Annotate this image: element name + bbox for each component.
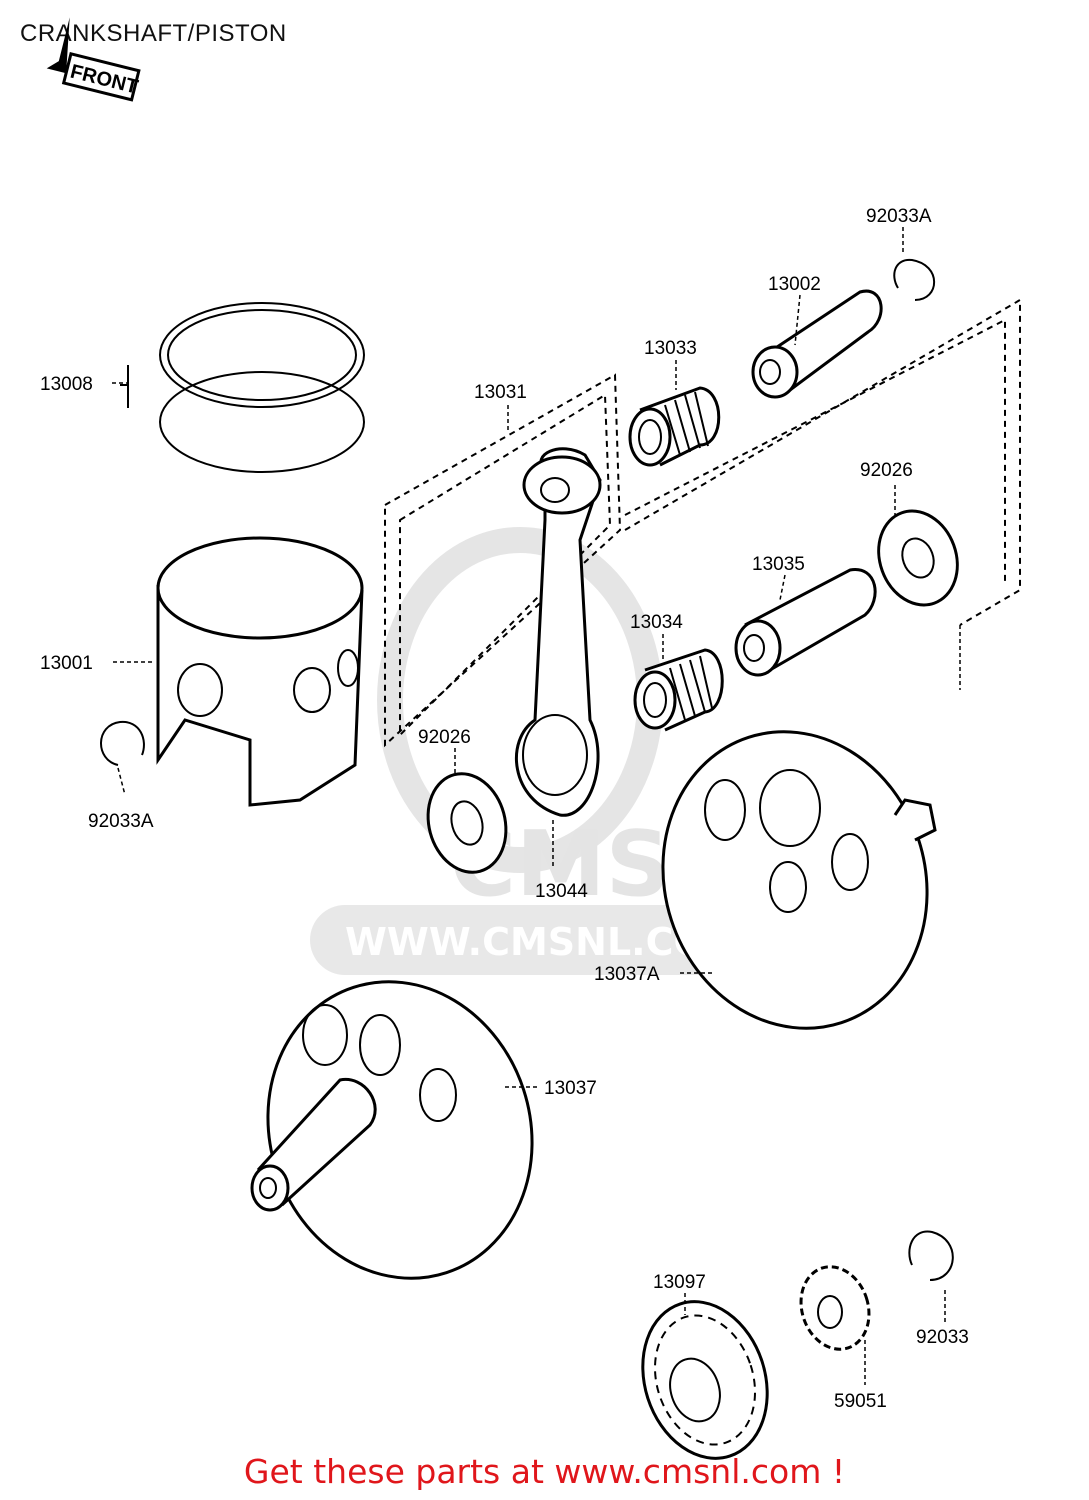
thrust-washer-right <box>877 509 959 607</box>
label-13034: 13034 <box>630 612 683 633</box>
label-92026-right: 92026 <box>860 460 913 481</box>
label-92033a-left: 92033A <box>88 811 154 832</box>
big-end-needle-bearing <box>633 648 724 732</box>
label-59051: 59051 <box>834 1391 887 1412</box>
thrust-washer-left <box>426 772 508 874</box>
crankshaft-half-right <box>661 730 937 1030</box>
label-13037a: 13037A <box>594 964 660 985</box>
part-labels: 13008 13001 92033A 13031 13033 13002 920… <box>40 206 969 1412</box>
gear-circlip <box>908 1230 954 1281</box>
label-13035: 13035 <box>752 554 805 575</box>
label-13008: 13008 <box>40 374 93 395</box>
piston-rings <box>120 302 365 473</box>
label-92033: 92033 <box>916 1327 969 1348</box>
label-13031: 13031 <box>474 382 527 403</box>
label-13097: 13097 <box>653 1272 706 1293</box>
piston-pin <box>751 289 883 399</box>
footer-link[interactable]: Get these parts at www.cmsnl.com ! <box>243 1452 846 1491</box>
small-end-needle-bearing <box>628 386 721 467</box>
piston <box>156 536 364 807</box>
piston-pin-circlip-top <box>893 258 936 301</box>
label-92026-left: 92026 <box>418 727 471 748</box>
label-13001: 13001 <box>40 653 93 674</box>
piston-pin-circlip-left <box>100 720 145 766</box>
connecting-rod-assembly-box <box>384 373 622 748</box>
front-arrow-icon: FRONT <box>46 17 141 102</box>
label-13033: 13033 <box>644 338 697 359</box>
label-13037: 13037 <box>544 1078 597 1099</box>
primary-drive-gear <box>641 1300 769 1460</box>
label-92033a-top: 92033A <box>866 206 932 227</box>
crankshaft-half-left <box>250 980 534 1280</box>
small-gear <box>799 1265 871 1351</box>
crankpin-bearing-assembly-box <box>624 298 1021 626</box>
label-13002: 13002 <box>768 274 821 295</box>
crank-pin <box>734 568 877 677</box>
label-13044: 13044 <box>535 881 588 902</box>
connecting-rod <box>514 447 602 817</box>
leader-lines <box>112 227 961 1385</box>
